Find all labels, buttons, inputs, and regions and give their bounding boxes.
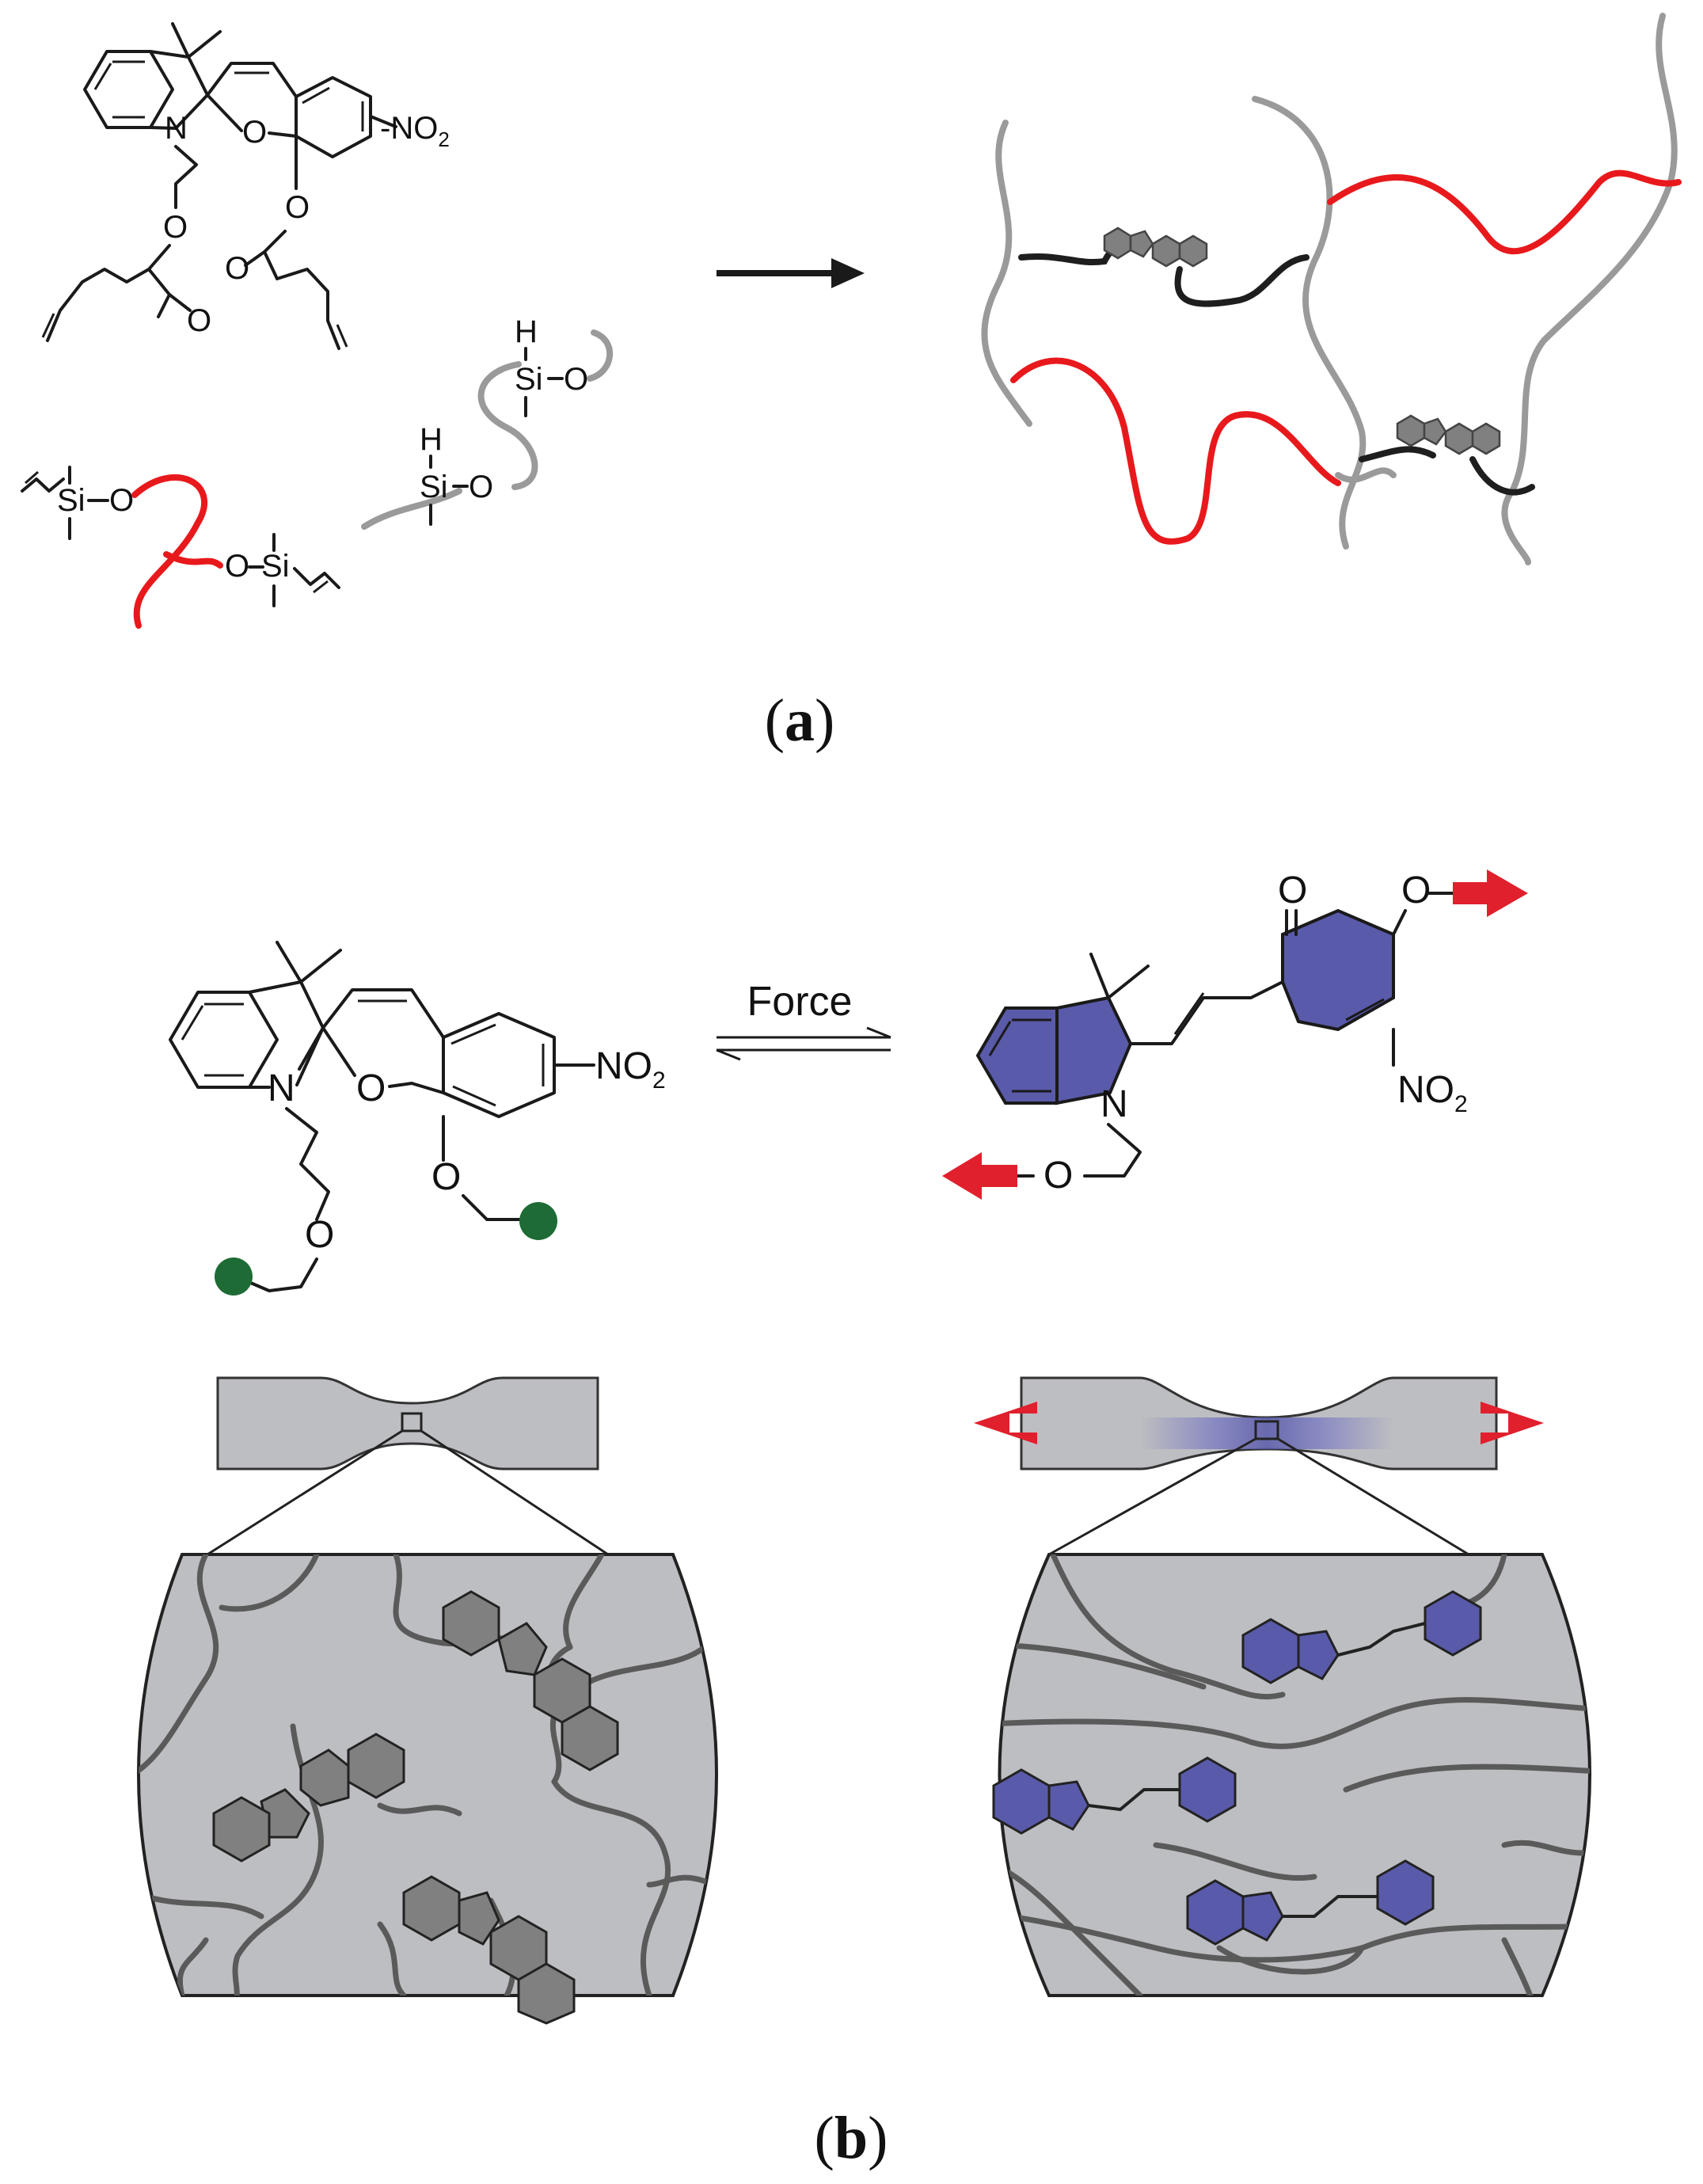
vinyl-siloxane: Si O O Si bbox=[21, 466, 340, 629]
monomer-ester2-o: O bbox=[285, 190, 310, 225]
hydride-siloxane-o-top: O bbox=[564, 362, 588, 397]
panel-b-label: (b) bbox=[815, 2105, 888, 2171]
mc-phenoxy-o: O bbox=[1401, 869, 1431, 911]
equilibrium-arrows: Force bbox=[716, 979, 891, 1061]
mc-quinoid-ring bbox=[1281, 908, 1395, 1032]
spiropyran-closed: N O NO2 O O bbox=[169, 941, 666, 1296]
panel-b: N O NO2 O O Force bbox=[137, 869, 1591, 2171]
mc-n-atom: N bbox=[1100, 1083, 1128, 1125]
zoom-spiropyran-bottom bbox=[402, 1875, 576, 2025]
zoom-spiropyran-top bbox=[442, 1590, 619, 1771]
monomer-n-atom: N bbox=[165, 111, 188, 146]
monomer-ester1-o: O bbox=[163, 210, 188, 245]
merocyanine-open: N O O NO2 O bbox=[942, 869, 1528, 1200]
mc-force-arrow-left bbox=[942, 1152, 1017, 1200]
network-red-chain-upper bbox=[1327, 169, 1682, 255]
sp-linker-left-o: O bbox=[305, 1214, 334, 1256]
sp-benzene-ring bbox=[169, 991, 279, 1089]
zoom-spiropyran-middle bbox=[212, 1733, 405, 1862]
dogbone-strained bbox=[974, 1376, 1544, 1556]
zoom-strained bbox=[992, 1553, 1591, 1997]
force-label: Force bbox=[747, 979, 853, 1025]
vinyl-siloxane-si-right: Si bbox=[261, 549, 290, 584]
vinyl-siloxane-si-left: Si bbox=[57, 483, 86, 518]
monomer-ester1-carbonyl-o: O bbox=[187, 303, 211, 338]
crosslinked-network bbox=[981, 13, 1682, 565]
sp-n-atom: N bbox=[268, 1067, 295, 1109]
sp-nitro-label: NO2 bbox=[595, 1045, 666, 1094]
strained-zoom-box bbox=[1254, 1420, 1279, 1440]
zoom-unstrained bbox=[137, 1553, 718, 2025]
zoom-merocyanine-middle bbox=[992, 1756, 1237, 1835]
mc-nitro-label: NO2 bbox=[1397, 1069, 1468, 1117]
vinyl-siloxane-o-left: O bbox=[109, 483, 134, 518]
unstrained-zoom-box bbox=[401, 1412, 423, 1433]
hydride-siloxane-si-top: Si bbox=[515, 362, 543, 397]
sp-green-bead-right bbox=[519, 1202, 557, 1240]
strain-arrow-left bbox=[974, 1402, 1037, 1444]
sp-linker-right-o: O bbox=[431, 1156, 461, 1198]
sp-green-bead-left bbox=[215, 1258, 253, 1296]
gray-siloxane-chain bbox=[477, 361, 538, 490]
monomer-o-ring: O bbox=[242, 115, 267, 150]
mc-carbonyl-o: O bbox=[1278, 869, 1307, 911]
panel-a: N O -NO2 O O O O Si bbox=[21, 13, 1682, 754]
red-siloxane-chain bbox=[131, 474, 207, 629]
sp-o-ring: O bbox=[356, 1067, 386, 1109]
network-spiropyran-2 bbox=[1396, 414, 1501, 455]
hydride-siloxane-o-bottom: O bbox=[469, 470, 493, 504]
sp-phenol-ring bbox=[442, 1012, 556, 1118]
zoom-merocyanine-bottom bbox=[1186, 1859, 1435, 1946]
network-spiropyran-1 bbox=[1103, 226, 1208, 268]
zoom-merocyanine-top bbox=[1241, 1590, 1482, 1684]
monomer-phenol-ring bbox=[295, 76, 372, 158]
monomer-ester2-carbonyl-o: O bbox=[225, 251, 249, 286]
monomer-nitro-label: -NO2 bbox=[380, 111, 450, 151]
mc-force-arrow-right bbox=[1453, 869, 1528, 917]
hydride-siloxane-h-top: H bbox=[515, 314, 538, 349]
hydride-siloxane-si-bottom: Si bbox=[420, 470, 448, 504]
hydride-siloxane-h-bottom: H bbox=[420, 422, 443, 457]
vinyl-siloxane-o-right: O bbox=[225, 549, 249, 584]
strain-arrow-right bbox=[1481, 1402, 1544, 1444]
network-red-chain-lower bbox=[1010, 357, 1341, 545]
hydride-siloxane: H Si O H Si O bbox=[361, 314, 614, 530]
spiropyran-monomer: N O -NO2 O O O O bbox=[41, 22, 450, 350]
reaction-arrow bbox=[717, 258, 865, 288]
mc-linker-o: O bbox=[1043, 1155, 1073, 1197]
panel-a-label: (a) bbox=[765, 687, 835, 754]
dogbone-unstrained bbox=[207, 1376, 609, 1556]
